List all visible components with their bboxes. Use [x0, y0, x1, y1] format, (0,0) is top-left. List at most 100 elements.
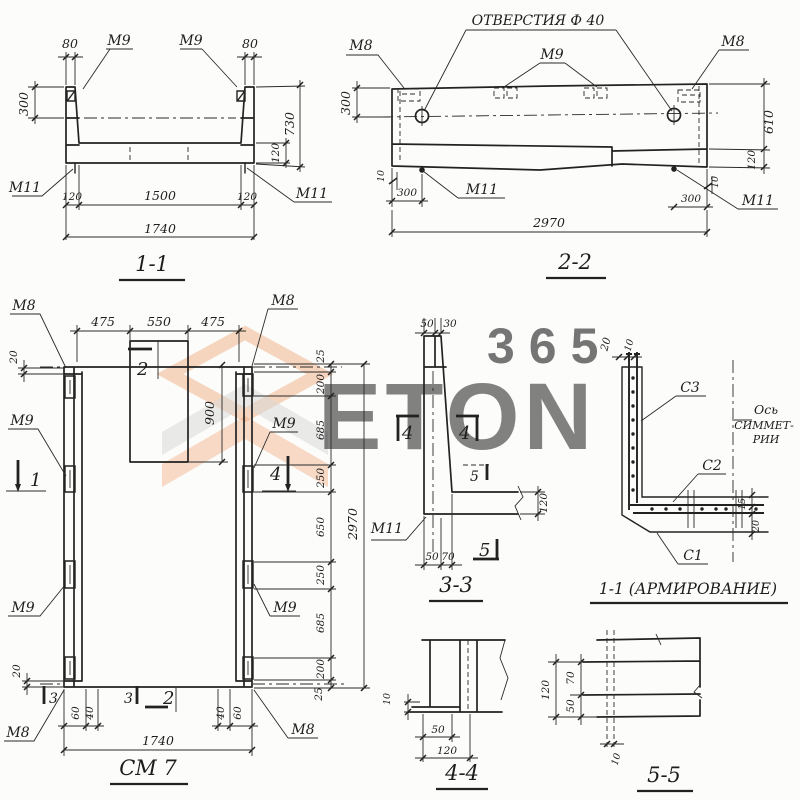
plan-outline [63, 340, 253, 688]
dim-1740: 1740 [144, 221, 176, 236]
leader-lines [346, 29, 778, 210]
slab-joint-dashes [129, 147, 189, 161]
dimension-lines [352, 78, 771, 237]
label-m11-right: М11 [741, 193, 774, 209]
rebar-dots [631, 376, 758, 511]
dimension-ticks [420, 329, 542, 569]
label-m9-left: М9 [106, 33, 130, 49]
dim-1740: 1740 [142, 733, 174, 748]
dim-20-top: 20 [8, 350, 20, 365]
label-m9-center: М9 [539, 47, 563, 63]
dim-475-right: 475 [200, 314, 225, 329]
label-m9-right: М9 [178, 33, 202, 49]
dim-30-top: 30 [443, 318, 457, 330]
concrete-outline [621, 366, 769, 533]
dimension-ticks [31, 53, 304, 241]
label-m11-right: М11 [295, 186, 328, 202]
section-mark-3b: 3 [124, 691, 133, 707]
dimension-lines [18, 325, 370, 756]
section-title-2-2: 2-2 [557, 250, 592, 274]
chain-dim-200-top: 200 [315, 374, 327, 395]
dimension-lines [415, 318, 545, 570]
section-mark-2-top: 2 [136, 359, 148, 380]
chain-dim-200-bottom: 200 [315, 659, 327, 680]
leader-lines [12, 48, 332, 203]
watermark-digits: 365 [487, 318, 612, 374]
chain-dim-250-bottom: 250 [315, 565, 327, 586]
label-m8-right: М8 [720, 34, 744, 50]
dim-70: 70 [565, 671, 577, 685]
section-mark-4: 4 [269, 464, 281, 485]
dim-1500: 1500 [144, 188, 176, 203]
label-m9-left-bottom: М9 [10, 600, 34, 616]
label-c3: С3 [680, 380, 700, 396]
chain-dim-650: 650 [315, 517, 327, 537]
dim-10-right: 10 [710, 176, 721, 188]
dimension-ticks [20, 327, 368, 754]
label-m9-right-bottom: М9 [272, 600, 296, 616]
arrow-4-icon [285, 484, 291, 492]
dim-120-bottom-right: 120 [237, 191, 257, 203]
section-title-1-1: 1-1 [135, 252, 169, 276]
logo-chevron-gray-icon [162, 384, 328, 455]
dimension-ticks [353, 80, 768, 236]
dim-300-bottom-left: 300 [397, 187, 417, 199]
hidden-edges [399, 86, 700, 164]
section-2-2-view: ОТВЕРСТИЯ Ф 40 М8 М8 М9 300 610 120 10 3… [338, 13, 778, 280]
dimension-lines [28, 52, 306, 240]
label-m8-left: М8 [348, 38, 372, 54]
dim-300-bottom-right: 300 [681, 193, 701, 205]
dim-10: 10 [610, 752, 624, 767]
section-mark-4-right: 4 [458, 423, 470, 444]
section-title-4-4: 4-4 [444, 761, 479, 785]
anchor-dot-right [671, 166, 677, 172]
dim-10-left: 10 [376, 170, 387, 182]
section-1-1-reinforcement-view: 20 10 С3 С2 С1 Ось СИММЕТ- РИИ 15 20 1-1… [590, 336, 794, 605]
section-4-4-view: 10 50 120 4-4 [382, 639, 509, 791]
axis-label-line3: РИИ [752, 433, 780, 446]
embed-plates [66, 90, 246, 174]
section-mark-1: 1 [30, 470, 41, 491]
dim-60-left: 60 [70, 706, 82, 720]
label-m8-bottom-right: М8 [290, 722, 314, 738]
detail-outline [582, 637, 701, 718]
dim-50-bottom: 50 [425, 551, 439, 563]
dim-120: 120 [437, 745, 457, 757]
section-5-5-view: 120 70 50 10 5-5 [540, 630, 703, 793]
dim-20-bottom: 20 [11, 664, 23, 679]
dim-70-bottom: 70 [441, 551, 455, 563]
holes-axis-line [379, 112, 719, 118]
dimension-lines [548, 654, 624, 745]
hole-cross-ticks [421, 105, 675, 126]
section-mark-tails [6, 341, 296, 712]
dim-50: 50 [431, 724, 445, 736]
label-m11-left: М11 [8, 180, 41, 196]
dim-80-left: 80 [62, 36, 78, 51]
chain-dim-250-top: 250 [315, 468, 327, 489]
logo-chevron-orange-icon [162, 416, 328, 487]
item-title-sm7: СМ 7 [119, 756, 177, 780]
cut-trace-dashes [40, 366, 346, 685]
section-mark-3a: 3 [49, 691, 58, 707]
dim-300-left: 300 [338, 91, 353, 115]
arrow-1-icon [15, 484, 21, 492]
chain-dim-25-top: 25 [315, 349, 327, 364]
label-m8-bottom-left: М8 [5, 725, 29, 741]
label-m9-left-top: М9 [9, 413, 33, 429]
break-line [514, 485, 524, 521]
watermark-logo: 365 ETON [156, 318, 612, 487]
embed-inner-lines [69, 378, 249, 675]
dim-15-cover: 15 [737, 498, 748, 510]
dim-50-top: 50 [420, 318, 434, 330]
axis-label-line2: СИММЕТ- [734, 419, 794, 432]
label-m8-top-left: М8 [11, 298, 35, 314]
section-mark-bars [16, 347, 290, 709]
dim-50: 50 [565, 699, 577, 713]
dim-120-right: 120 [270, 143, 282, 163]
dim-20-top: 20 [598, 336, 613, 353]
dim-120: 120 [746, 150, 758, 170]
dim-300: 300 [16, 92, 31, 116]
section-mark-4-left: 4 [401, 423, 413, 444]
